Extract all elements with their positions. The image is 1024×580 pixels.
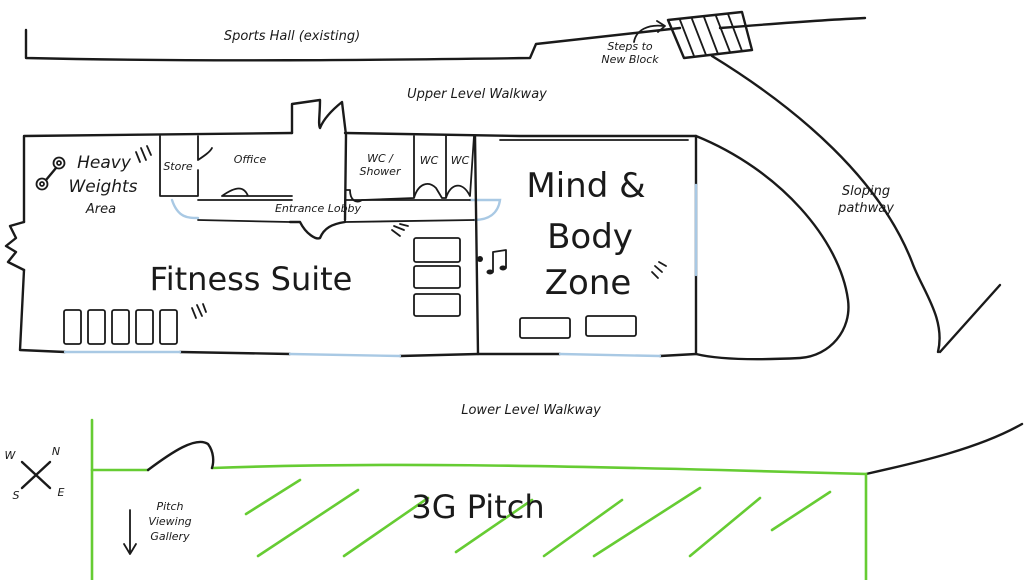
- treadmill-row: [63, 309, 178, 345]
- down-arrow-icon: [123, 509, 137, 555]
- wc-walls: [345, 135, 475, 203]
- sound-waves-icon: [651, 261, 667, 279]
- viewing-gallery-canopy: [146, 440, 215, 472]
- dumbbell-icon: [35, 156, 66, 191]
- lobby-south-door: [288, 220, 347, 240]
- pitch-label: 3G Pitch: [411, 488, 544, 526]
- store-label: Store: [163, 160, 193, 173]
- gallery-label-line2: Viewing: [148, 515, 191, 528]
- heavy-weights-label-line3: Area: [85, 202, 116, 217]
- sloping-label-line1: Sloping: [842, 184, 890, 199]
- gallery-label-line1: Pitch: [156, 500, 183, 513]
- pitch-boundary: [90, 418, 868, 580]
- wc-shower-label-line1: WC /: [367, 152, 394, 165]
- entrance-lobby-label: Entrance Lobby: [275, 202, 362, 215]
- glazing-lines: [63, 183, 698, 358]
- sound-waves-icon: [391, 223, 409, 237]
- sloping-label-line2: pathway: [837, 201, 894, 216]
- west-entrance-icon: [4, 220, 26, 272]
- compass-e: E: [58, 486, 65, 499]
- steps-label-line2: New Block: [601, 53, 659, 66]
- lower-walkway-label: Lower Level Walkway: [461, 403, 601, 418]
- steps-label-line1: Steps to: [607, 40, 653, 53]
- compass-n: N: [52, 445, 60, 458]
- lower-path-edge: [864, 422, 1024, 476]
- sound-waves-icon: [135, 145, 152, 163]
- zone-divider-wall: [473, 134, 480, 356]
- upper-walkway-label: Upper Level Walkway: [407, 87, 547, 102]
- mat-pair: [519, 315, 637, 339]
- machine-column: [413, 237, 461, 317]
- steps-arrow-icon: [633, 20, 666, 43]
- compass-w: W: [5, 449, 17, 462]
- sound-waves-icon: [191, 303, 207, 319]
- heavy-weights-label-line1: Heavy: [77, 153, 132, 173]
- store-office-walls: [159, 135, 293, 197]
- pitch-grass-hatching: [244, 478, 832, 558]
- compass-icon: N E S W: [5, 445, 65, 502]
- mind-body-label-line3: Zone: [545, 263, 632, 303]
- sports-hall-label: Sports Hall (existing): [224, 29, 360, 44]
- sloping-pathway-end: [938, 283, 1002, 354]
- sloping-pathway-edge: [710, 54, 941, 354]
- wc-shower-label-line2: Shower: [360, 165, 402, 178]
- entrance-canopy: [290, 98, 348, 222]
- wc-label-b: WC: [451, 154, 470, 167]
- fitness-suite-label: Fitness Suite: [150, 260, 353, 298]
- compass-s: S: [13, 489, 20, 502]
- mind-body-label-line1: Mind &: [526, 166, 645, 206]
- steps-icon: [666, 10, 754, 60]
- lobby-south-wall: [197, 219, 475, 223]
- wc-label-a: WC: [420, 154, 439, 167]
- office-label: Office: [234, 153, 267, 166]
- sports-hall-outline: [24, 16, 867, 62]
- gallery-label-line3: Gallery: [150, 530, 190, 543]
- music-note-icon: [477, 249, 507, 275]
- heavy-weights-label-line2: Weights: [68, 177, 137, 197]
- mind-body-label-line2: Body: [547, 217, 633, 257]
